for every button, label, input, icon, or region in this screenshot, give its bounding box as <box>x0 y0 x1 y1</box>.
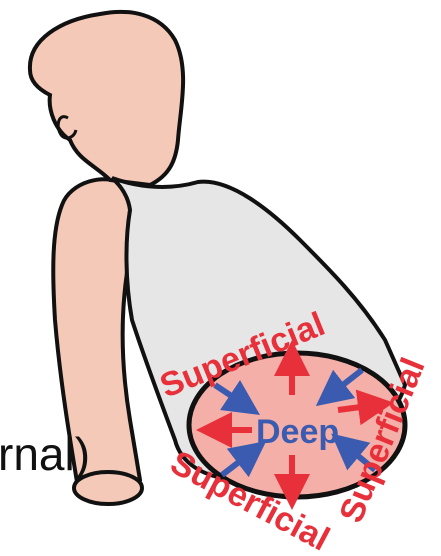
partial-text: rnal) <box>0 428 90 480</box>
head-shape <box>30 12 183 185</box>
deep-label: Deep <box>256 413 339 451</box>
